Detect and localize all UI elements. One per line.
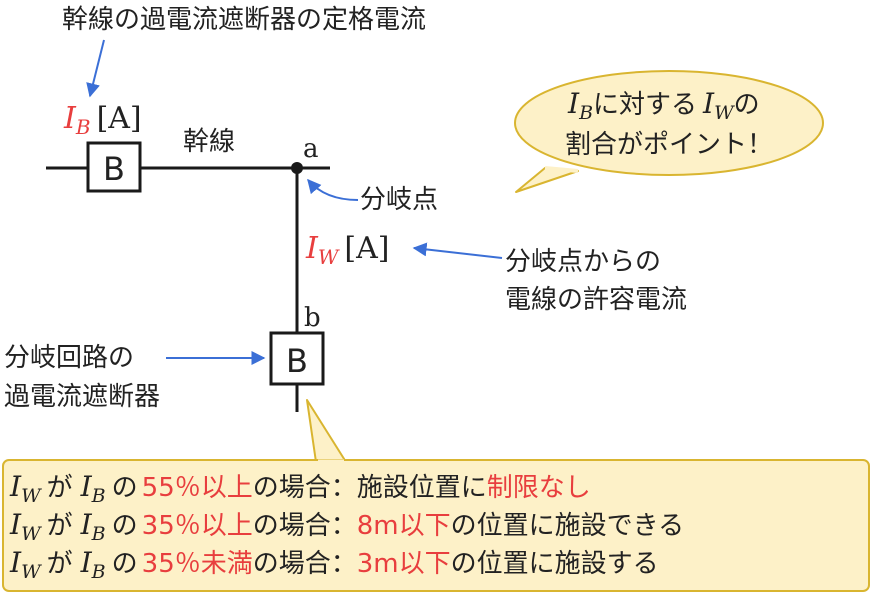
branch-breaker-label-line2: 過電流遮断器 [4, 382, 160, 412]
branch-point-arrow [307, 178, 359, 201]
main-breaker: B [86, 141, 142, 193]
allowable-current-label-line1: 分岐点からの [505, 247, 661, 277]
allowable-current-label-line2: 電線の許容電流 [505, 285, 687, 315]
title-pointer-arrow [86, 39, 105, 98]
iw-unit: [A] [344, 231, 389, 266]
main-line-label: 幹線 [183, 127, 235, 157]
iw-symbol: I [305, 231, 319, 266]
ib-symbol: I [63, 101, 77, 136]
point-a-label: a [303, 134, 319, 164]
branch-point-label: 分岐点 [360, 185, 438, 215]
iw-subscript: W [318, 245, 340, 269]
ib-unit: [A] [97, 101, 142, 136]
ib-current-label: IB[A] [63, 101, 142, 139]
allowable-current-arrow [412, 242, 503, 259]
svg-text:B: B [286, 342, 308, 380]
branch-breaker-label-line1: 分岐回路の [4, 343, 134, 373]
bubble-line2: 割合がポイント！ [565, 130, 773, 160]
iw-current-label: IW[A] [305, 231, 390, 269]
ib-subscript: B [75, 115, 91, 139]
main-breaker-rated-current-label: 幹線の過電流遮断器の定格電流 [62, 5, 426, 35]
point-b-label: b [304, 303, 321, 333]
svg-text:B: B [103, 150, 125, 188]
branch-breaker: B [269, 331, 325, 386]
rules-box [2, 399, 870, 592]
